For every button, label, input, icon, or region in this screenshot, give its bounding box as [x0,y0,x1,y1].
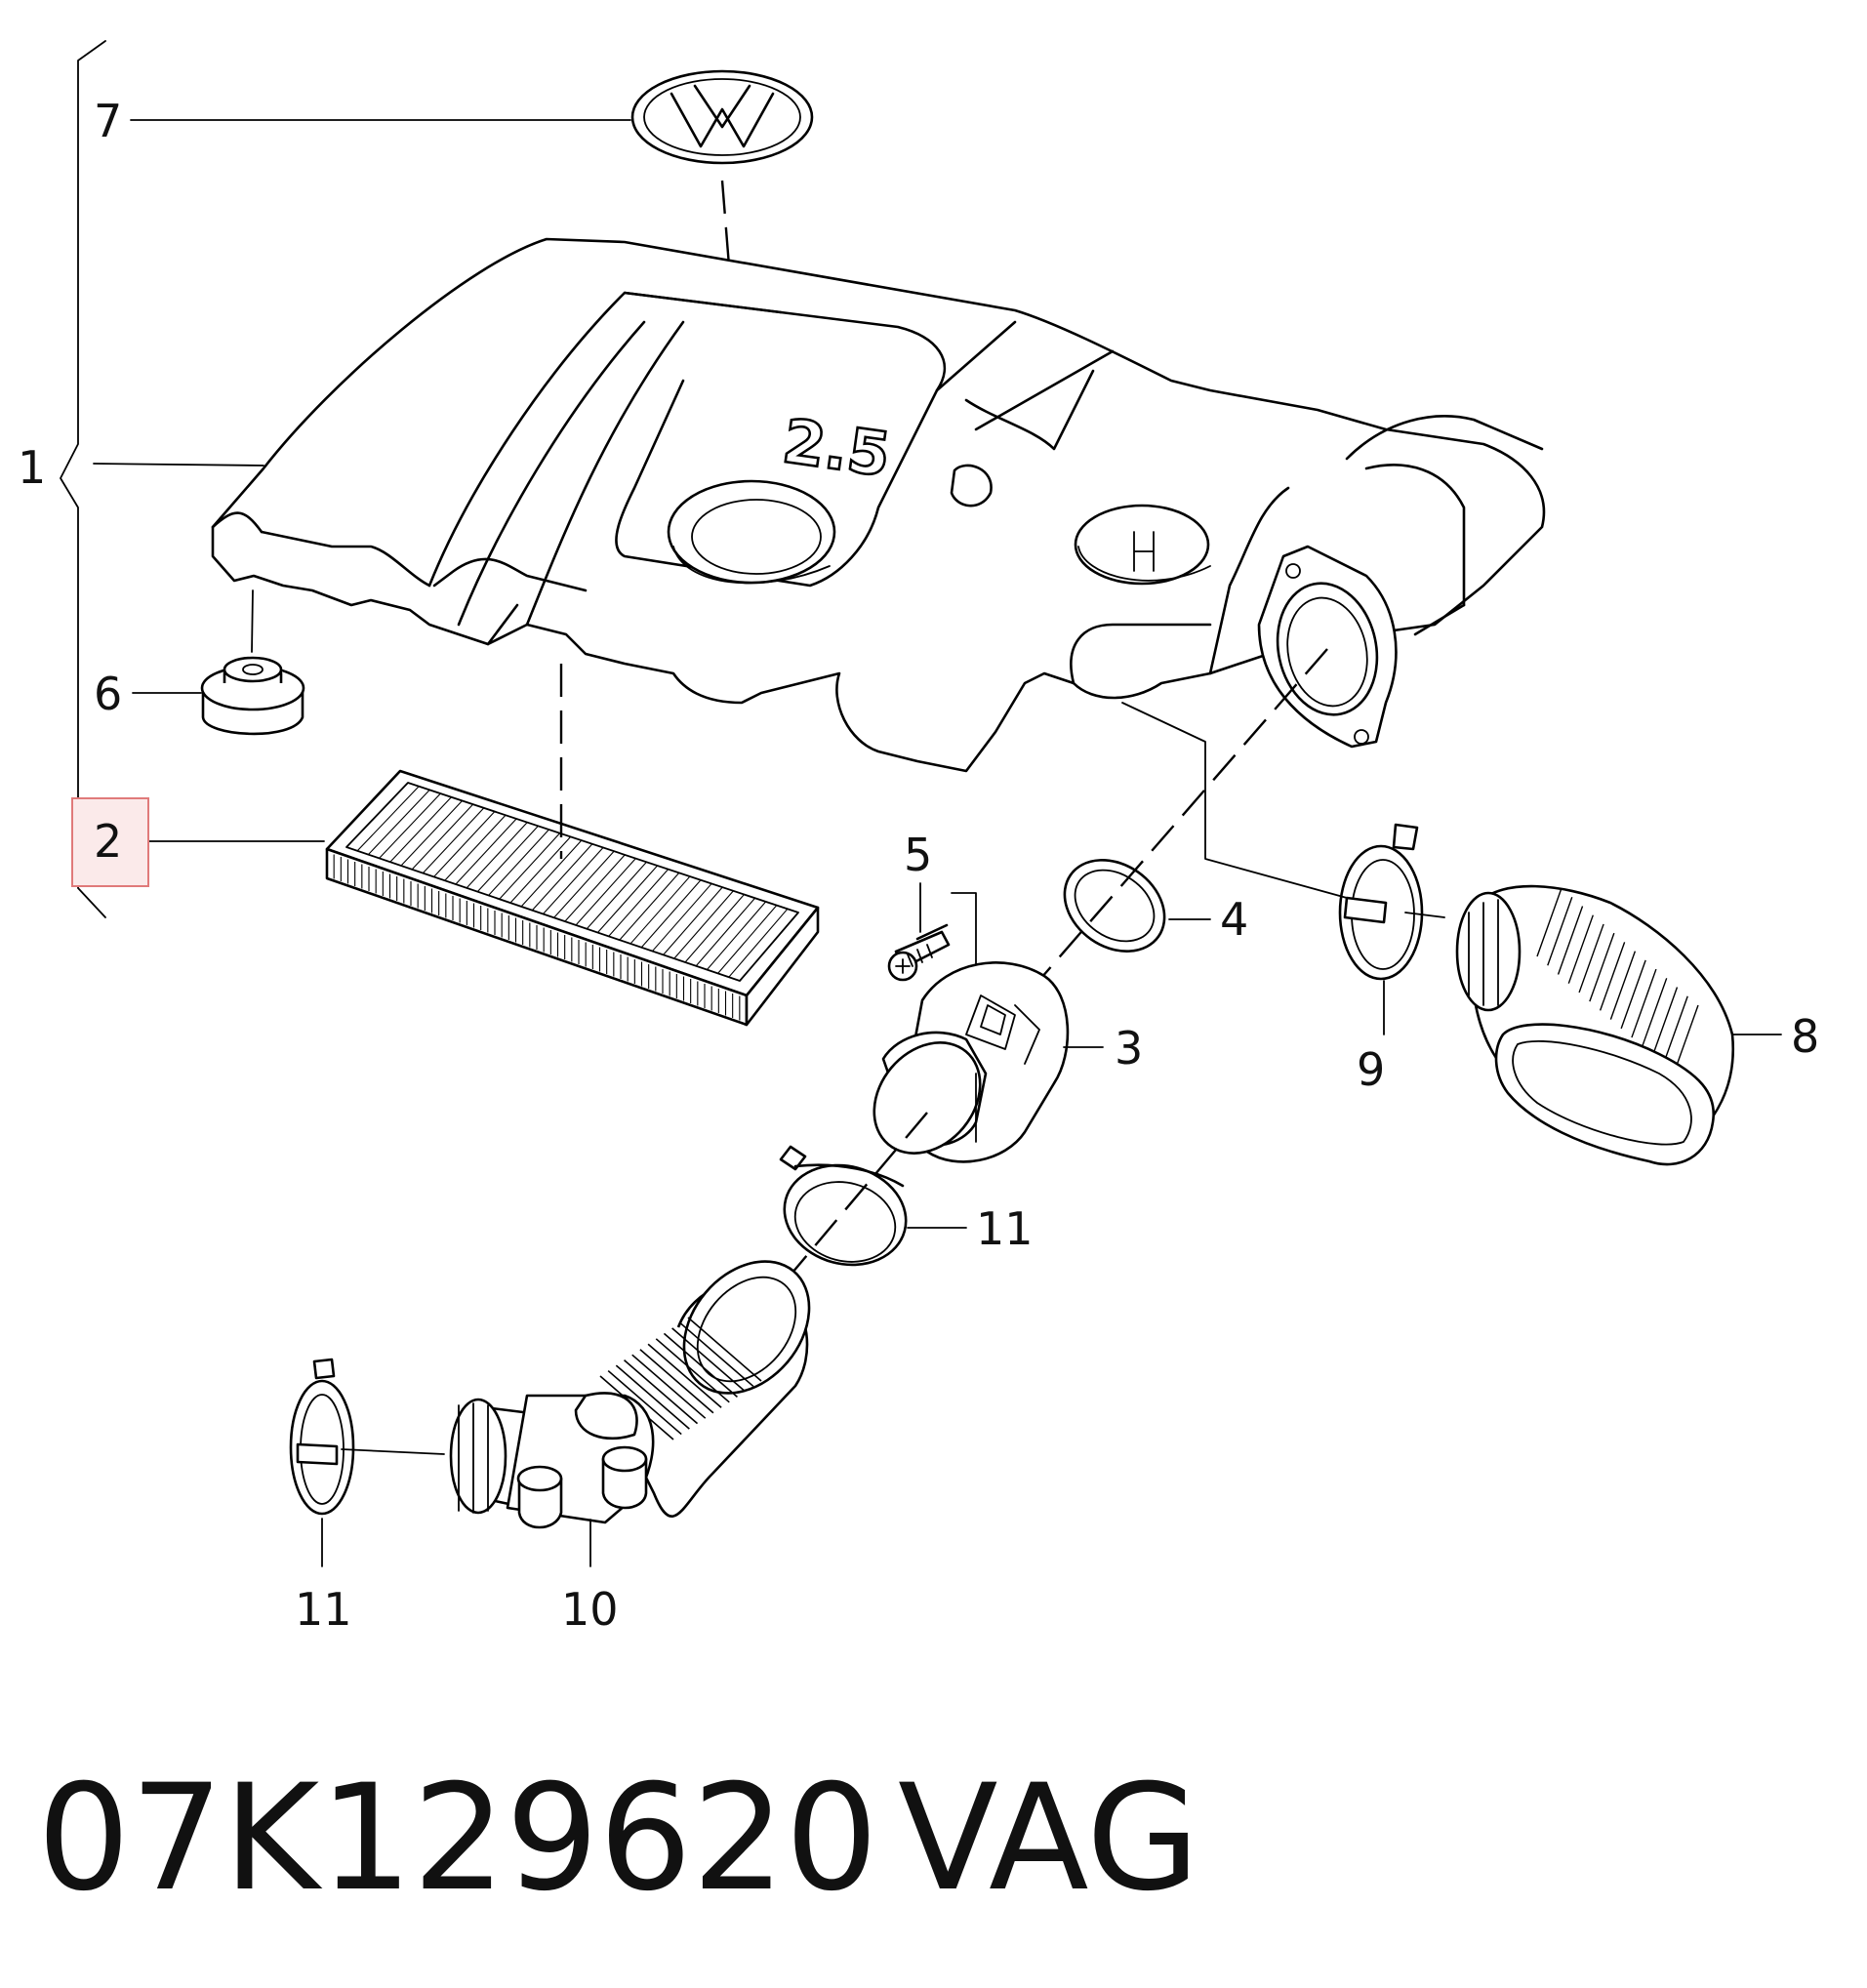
callout-10[interactable]: 10 [561,1583,619,1636]
callout-6[interactable]: 6 [94,668,122,720]
hose-clamp-part-9[interactable] [1121,702,1445,1035]
hatch-line [1609,951,1637,1020]
hatch-line [673,890,734,959]
hatch-line [1662,995,1688,1066]
hatch-line [400,800,463,867]
cover-marking: 2.5 [779,405,895,491]
hatch-line [1620,959,1646,1030]
callout-11-upper[interactable]: 11 [976,1202,1034,1255]
hatch-line [655,1338,730,1403]
hatch-line [1651,987,1679,1056]
hatch-line [1631,968,1657,1038]
hatch-line [695,897,755,967]
callout-2[interactable]: 2 [94,815,122,868]
filter-edge-pleats [326,852,748,1023]
callout-5[interactable]: 5 [904,829,932,881]
hatch-line [631,1354,707,1419]
hatch-line [739,912,799,982]
hatch-line [663,886,723,955]
hatch-line [1547,896,1573,966]
hatch-line [1642,978,1668,1047]
o-ring-part-4[interactable] [1034,648,1328,987]
hatch-line [717,905,778,974]
filter-pleats [345,782,799,982]
hatch-line [629,875,691,945]
air-duct-part-8[interactable] [1455,884,1782,1166]
hatch-line [619,872,680,941]
hatch-line [1536,887,1563,957]
hatch-line [476,825,539,893]
hose-clamp-part-11-upper[interactable] [770,1112,967,1299]
hatch-line [663,1332,738,1398]
hatch-line [520,839,583,908]
duct-corrugations [1536,887,1699,1075]
footer: 07K129620 VAG [37,1754,1199,1924]
hatch-line [586,861,647,930]
hatch-line [575,858,636,926]
hatch-line [466,822,528,889]
hatch-line [379,792,441,859]
hatch-line [543,847,604,914]
hatch-line [597,865,658,933]
hatch-line [608,869,670,937]
hatch-line [499,832,560,900]
air-filter-part-2[interactable] [143,664,820,1027]
hatch-line [1673,1004,1699,1075]
callout-3[interactable]: 3 [1115,1022,1143,1075]
callout-9[interactable]: 9 [1357,1043,1385,1096]
hatch-line [1589,932,1615,1002]
group-bracket [60,40,264,918]
grommet-part-6[interactable] [132,589,305,736]
part-number: 07K129620 [37,1754,878,1924]
hatch-line [509,836,572,904]
hatch-line [444,814,507,881]
hatch-line [433,811,496,877]
callout-8[interactable]: 8 [1791,1010,1819,1063]
hatch-line [553,850,615,918]
hatch-line [455,818,517,885]
hatch-line [345,782,409,848]
hatch-line [639,1349,714,1414]
hatch-line [389,796,452,863]
hatch-line [624,1359,699,1425]
hatch-line [422,807,485,874]
hatch-line [607,1369,682,1436]
brand-name: VAG [898,1754,1199,1924]
maf-sensor-part-3[interactable] [852,961,1104,1174]
callout-1[interactable]: 1 [18,441,46,494]
hatch-line [1567,914,1594,984]
vw-emblem-part-7[interactable] [130,69,814,548]
intake-hose-part-10[interactable] [449,1237,834,1567]
hatch-line [671,1327,747,1393]
callout-11-lower[interactable]: 11 [295,1583,352,1636]
hatch-line [679,1321,754,1388]
hatch-line [652,883,712,952]
hatch-line [684,894,745,963]
callout-4[interactable]: 4 [1220,893,1248,946]
engine-cover-part-1[interactable]: 2.5 [211,237,1546,773]
hatch-line [564,854,626,922]
hatch-line [687,1317,762,1382]
hatch-line [707,901,767,970]
hatch-line [1599,942,1626,1011]
callout-labels: 1 2 3 4 5 6 7 8 9 10 11 11 [18,95,1819,1636]
hatch-line [647,1343,722,1408]
hatch-line [367,790,430,855]
hatch-line [531,843,593,912]
hatch-line [1578,923,1604,994]
callout-7[interactable]: 7 [94,95,122,147]
hatch-line [488,829,549,896]
hatch-line [615,1364,690,1430]
hatch-line [640,879,702,949]
hose-clamp-part-11-lower[interactable] [289,1358,445,1567]
hatch-line [728,908,789,978]
highlight-box-part-2[interactable] [71,797,149,887]
hatch-line [356,786,420,852]
hatch-line [1557,906,1584,975]
hatch-line [411,803,474,871]
